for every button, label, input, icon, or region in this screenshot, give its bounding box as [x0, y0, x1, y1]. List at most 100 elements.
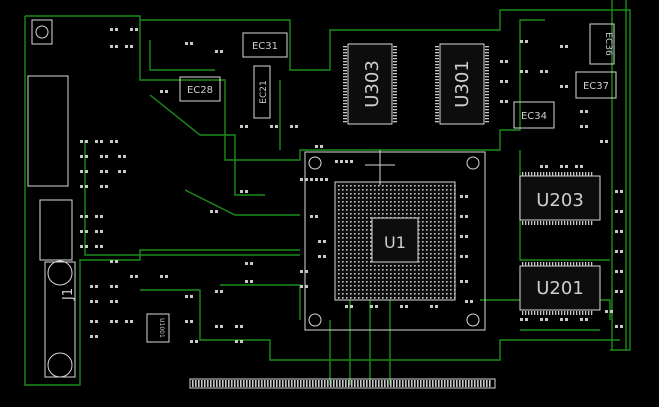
- pad: [426, 273, 428, 275]
- pad: [446, 189, 448, 191]
- pad: [350, 225, 352, 227]
- pad: [430, 277, 432, 279]
- pad: [370, 297, 372, 299]
- pad: [358, 209, 360, 211]
- pad: [434, 289, 436, 291]
- pad: [426, 245, 428, 247]
- pad: [386, 185, 388, 187]
- chip-u1001: U1001: [146, 313, 170, 343]
- pad: [370, 197, 372, 199]
- pad: [555, 311, 557, 315]
- pad: [422, 201, 424, 203]
- pad: [434, 225, 436, 227]
- pad: [110, 45, 113, 48]
- pad: [537, 262, 539, 266]
- pad: [620, 250, 623, 253]
- pad: [580, 318, 583, 321]
- pad: [378, 265, 380, 267]
- pad: [430, 249, 432, 251]
- pad: [418, 189, 420, 191]
- pad: [130, 45, 133, 48]
- pad: [585, 311, 587, 315]
- pad: [462, 380, 464, 387]
- pad: [315, 380, 317, 387]
- pad: [402, 380, 404, 387]
- pad: [135, 28, 138, 31]
- pad: [450, 257, 452, 259]
- pad: [393, 70, 397, 72]
- pad: [382, 209, 384, 211]
- pad: [438, 185, 440, 187]
- pad: [362, 237, 364, 239]
- pad: [410, 205, 412, 207]
- pad: [346, 269, 348, 271]
- pad: [446, 217, 448, 219]
- pad: [426, 253, 428, 255]
- pad: [342, 233, 344, 235]
- pad: [435, 52, 439, 54]
- pad: [362, 213, 364, 215]
- pad: [543, 311, 545, 315]
- pad: [438, 293, 440, 295]
- pad: [346, 201, 348, 203]
- pad: [338, 281, 340, 283]
- pad: [575, 165, 578, 168]
- pad: [588, 172, 590, 176]
- pad: [450, 233, 452, 235]
- pad: [564, 172, 566, 176]
- pad: [350, 237, 352, 239]
- pad: [454, 289, 456, 291]
- pad: [338, 193, 340, 195]
- pad: [426, 233, 428, 235]
- pad: [522, 311, 524, 315]
- pad: [588, 221, 590, 225]
- pad: [418, 217, 420, 219]
- pad: [362, 229, 364, 231]
- pad: [358, 273, 360, 275]
- pad: [362, 189, 364, 191]
- pad: [350, 201, 352, 203]
- pad: [435, 55, 439, 57]
- pad: [561, 311, 563, 315]
- pad: [434, 253, 436, 255]
- pad: [450, 277, 452, 279]
- pad: [402, 289, 404, 291]
- pad: [540, 70, 543, 73]
- pad: [343, 70, 347, 72]
- pad: [324, 380, 326, 387]
- pad: [370, 189, 372, 191]
- pad: [410, 293, 412, 295]
- pad: [442, 213, 444, 215]
- pad: [374, 277, 376, 279]
- cap-ec28: EC28: [179, 76, 221, 102]
- pad: [300, 178, 303, 181]
- pad: [362, 249, 364, 251]
- pad: [402, 265, 404, 267]
- pad: [620, 325, 623, 328]
- pad: [446, 241, 448, 243]
- pad: [327, 380, 329, 387]
- pad: [393, 46, 397, 48]
- pad: [346, 293, 348, 295]
- pad: [225, 380, 227, 387]
- pad: [342, 225, 344, 227]
- pad: [330, 380, 332, 387]
- pad: [531, 262, 533, 266]
- pad: [201, 380, 203, 387]
- pad: [406, 205, 408, 207]
- pad: [537, 172, 539, 176]
- pad: [346, 193, 348, 195]
- pad: [343, 106, 347, 108]
- pad: [531, 311, 533, 315]
- pad: [350, 297, 352, 299]
- pad: [342, 277, 344, 279]
- pad: [315, 215, 318, 218]
- pad: [450, 261, 452, 263]
- pad: [346, 221, 348, 223]
- u303-label: U303: [362, 60, 383, 108]
- pad: [460, 255, 463, 258]
- pad: [394, 209, 396, 211]
- pad: [434, 201, 436, 203]
- pad: [386, 205, 388, 207]
- pad: [546, 311, 548, 315]
